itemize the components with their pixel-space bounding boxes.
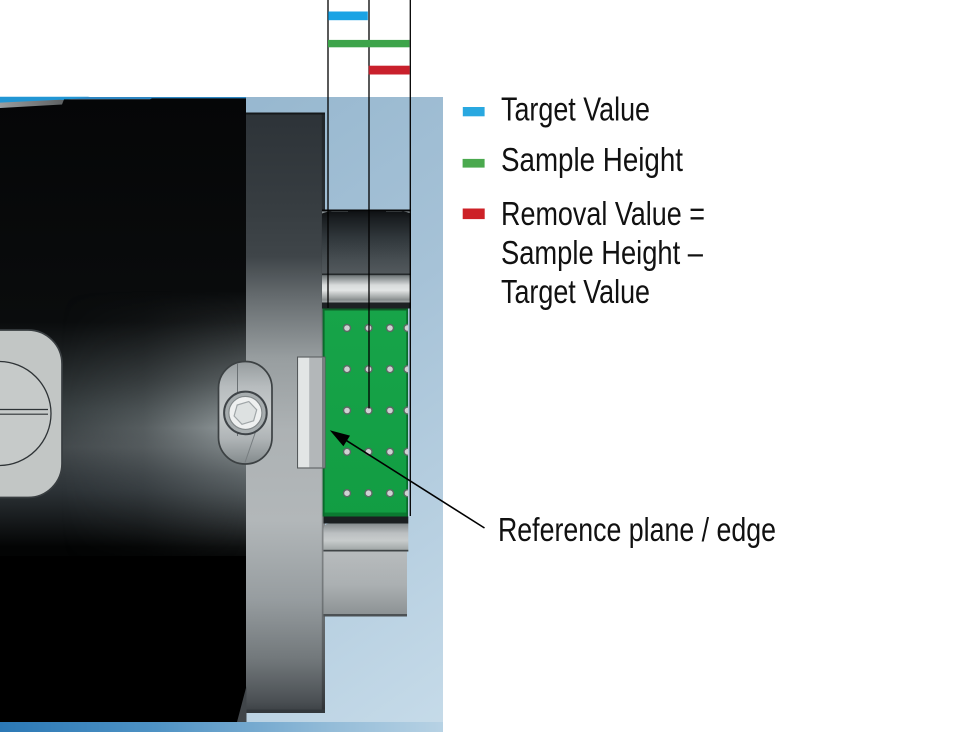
svg-text:Target Value: Target Value — [501, 273, 650, 310]
svg-text:Sample Height –: Sample Height – — [501, 234, 704, 271]
svg-text:Sample Height: Sample Height — [501, 141, 683, 178]
svg-text:Reference plane / edge: Reference plane / edge — [498, 511, 776, 548]
svg-text:Removal Value =: Removal Value = — [501, 195, 705, 232]
svg-text:Target Value: Target Value — [501, 90, 650, 127]
